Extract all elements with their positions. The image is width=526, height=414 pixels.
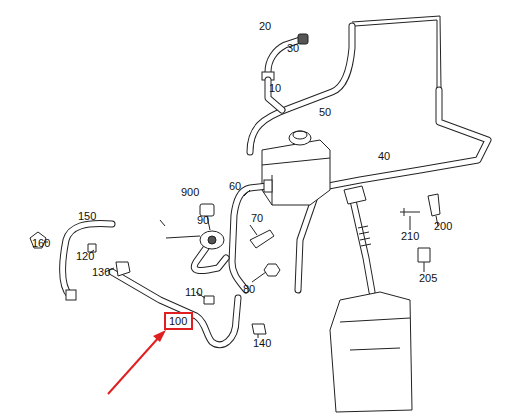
callout-number: 130 [91, 266, 111, 278]
callout-number: 160 [31, 237, 51, 249]
hose-150 [63, 224, 112, 296]
pipe-line [352, 16, 441, 88]
pipe-line [355, 20, 437, 88]
nut-80 [264, 264, 280, 276]
hose-150 [63, 224, 112, 296]
hose-10 [268, 80, 282, 110]
bracket-70 [250, 230, 274, 248]
callout-number: 50 [318, 106, 332, 118]
hose-20 [268, 40, 300, 72]
callout-number: 60 [228, 180, 242, 192]
expansion-tank-50 [262, 140, 330, 205]
callout-number: 100 [166, 314, 191, 328]
sensor-200 [428, 194, 440, 216]
tank-cap [289, 131, 311, 145]
callout-number: 210 [400, 230, 420, 242]
hose-10 [250, 26, 352, 152]
highlight-box: 100 [164, 312, 193, 330]
callout-number: 70 [250, 212, 264, 224]
tank-cap [293, 131, 307, 139]
callout-number: 90 [196, 214, 210, 226]
pointer-arrow [108, 336, 160, 394]
hose-10 [268, 80, 282, 110]
filler-cap [344, 186, 366, 204]
pipe-100 [112, 272, 238, 345]
pointer-arrowhead [153, 330, 166, 342]
washer-reservoir [330, 292, 412, 412]
pipe-100 [112, 272, 238, 345]
clip-110 [204, 296, 214, 304]
callout-number: 40 [377, 150, 391, 162]
callout-number: 10 [268, 82, 282, 94]
filler-neck [352, 196, 372, 292]
hose [194, 248, 226, 270]
callout-number: 205 [418, 272, 438, 284]
filler-neck [352, 196, 372, 292]
callout-number: 80 [242, 283, 256, 295]
clamp-30 [298, 34, 308, 44]
tank-edge [262, 158, 330, 205]
callout-number: 150 [77, 210, 97, 222]
clamp [264, 180, 272, 192]
reservoir-edge [340, 318, 410, 350]
callout-number: 900 [180, 186, 200, 198]
callout-number: 120 [75, 250, 95, 262]
clamp [66, 290, 76, 300]
pump-90 [200, 231, 224, 249]
pump-90 [208, 236, 216, 244]
clip-140 [252, 324, 266, 334]
callout-number: 20 [258, 20, 272, 32]
callout-number: 30 [286, 42, 300, 54]
callout-number: 110 [184, 286, 204, 298]
hose-20 [268, 40, 300, 72]
callout-number: 200 [433, 220, 453, 232]
filler-ribs [358, 226, 371, 246]
hose [194, 248, 226, 270]
bolt-210 [400, 208, 420, 216]
callout-number: 140 [252, 337, 272, 349]
hose-10 [250, 26, 352, 152]
connector-130 [116, 262, 130, 276]
clip-205 [418, 248, 430, 262]
leader-line [44, 190, 438, 338]
